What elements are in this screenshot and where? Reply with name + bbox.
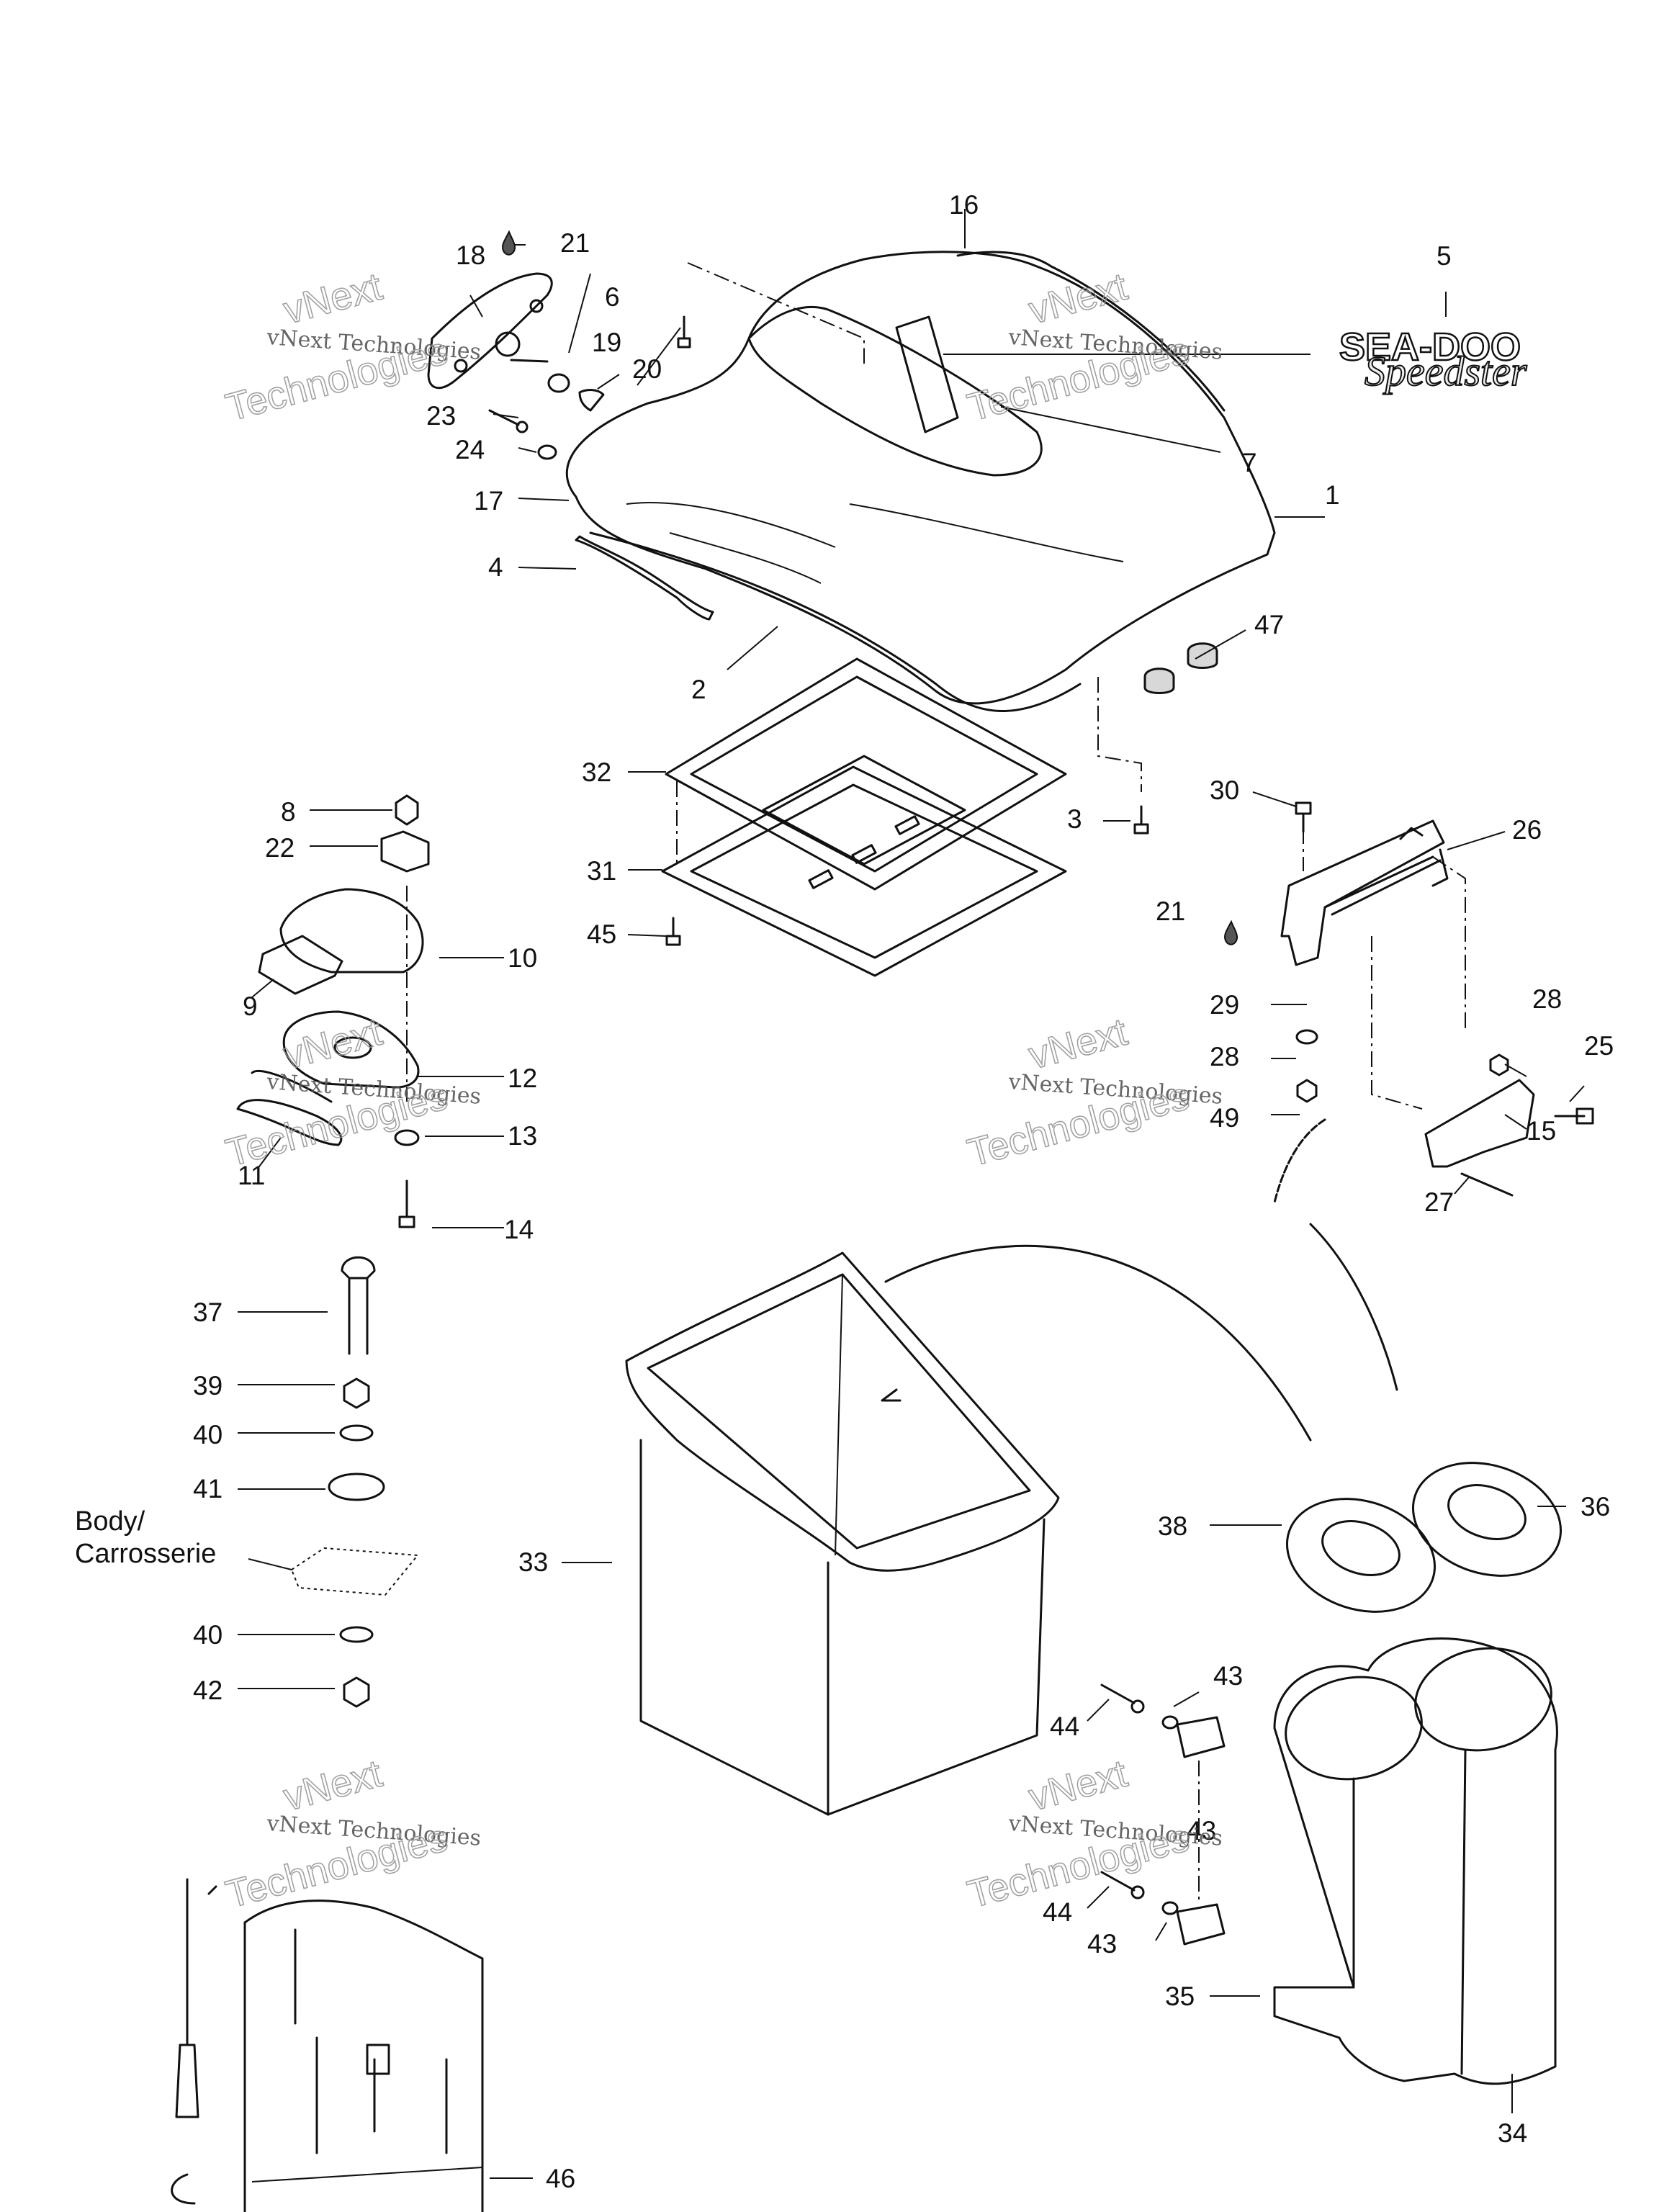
gauge-covers — [1285, 1462, 1563, 1613]
callout-labels: 1 2 3 4 5 6 7 8 9 10 11 12 13 14 15 16 1… — [193, 190, 1614, 2193]
callout-14: 14 — [504, 1215, 534, 1244]
tool-kit-part — [171, 1878, 484, 2212]
callout-35: 35 — [1165, 1982, 1195, 2011]
callout-46: 46 — [546, 2164, 575, 2193]
callout-44-top: 44 — [1050, 1712, 1079, 1741]
callout-43-top: 43 — [1213, 1661, 1243, 1691]
callout-33: 33 — [518, 1547, 548, 1577]
callout-12: 12 — [508, 1064, 537, 1093]
watermark-line1: vNext — [1025, 1010, 1132, 1078]
watermark-group-top-right: vNext vNext Technologies Technologies — [963, 264, 1223, 430]
callout-40-bottom: 40 — [193, 1620, 222, 1650]
body-label: Body/ Carrosserie — [75, 1506, 216, 1569]
callout-26: 26 — [1512, 815, 1542, 845]
callout-31: 31 — [587, 856, 616, 886]
callout-25: 25 — [1584, 1031, 1614, 1061]
callout-27: 27 — [1424, 1187, 1454, 1217]
callout-13: 13 — [508, 1121, 537, 1151]
callout-21-top: 21 — [560, 228, 590, 258]
logo-brand-text: SEA-DOO — [1339, 325, 1521, 369]
callout-15: 15 — [1527, 1116, 1556, 1146]
callout-20: 20 — [632, 354, 662, 384]
watermark-group-bottom-right: vNext vNext Technologies Technologies — [963, 1751, 1223, 1917]
small-fasteners — [488, 315, 691, 460]
callout-38: 38 — [1158, 1511, 1187, 1541]
callout-9: 9 — [243, 992, 258, 1021]
callout-42: 42 — [193, 1676, 222, 1705]
callout-4: 4 — [488, 552, 503, 582]
callout-2: 2 — [691, 675, 706, 704]
callout-28-right: 28 — [1532, 984, 1562, 1014]
callout-28-left: 28 — [1210, 1042, 1239, 1071]
callout-40-top: 40 — [193, 1420, 222, 1449]
left-latch-assembly — [236, 794, 430, 1228]
callout-22: 22 — [265, 833, 295, 863]
body-label-line1: Body/ — [75, 1506, 145, 1537]
seat-latch-part — [427, 272, 553, 390]
callout-21-hinge: 21 — [1156, 896, 1185, 926]
watermark-line1: vNext — [279, 265, 387, 333]
callout-18: 18 — [456, 240, 485, 270]
callout-37: 37 — [193, 1298, 222, 1327]
callout-45: 45 — [587, 920, 616, 949]
callout-24: 24 — [455, 435, 485, 464]
gasket-frames — [661, 657, 1067, 977]
screws — [665, 805, 1149, 946]
seat-part — [566, 251, 1276, 792]
callout-36: 36 — [1581, 1492, 1610, 1521]
callout-6: 6 — [605, 282, 620, 312]
callout-49: 49 — [1210, 1103, 1239, 1133]
callout-3: 3 — [1067, 804, 1082, 834]
gauge-housing-part — [1273, 1637, 1558, 2085]
callout-30: 30 — [1210, 775, 1239, 805]
bolt-stack-parts — [290, 1256, 419, 1708]
grease-drop-icon — [1224, 920, 1238, 945]
callout-17: 17 — [474, 486, 503, 516]
callout-47: 47 — [1254, 610, 1284, 639]
callout-44-bottom: 44 — [1043, 1897, 1072, 1927]
callout-16: 16 — [949, 190, 979, 220]
callout-34: 34 — [1498, 2118, 1527, 2148]
callout-41: 41 — [193, 1474, 222, 1503]
sea-doo-logo-decal: SEA-DOO Speedster — [1339, 325, 1528, 395]
callout-19: 19 — [592, 328, 621, 357]
callout-7: 7 — [1242, 448, 1257, 477]
watermark-line1: vNext — [1025, 1752, 1132, 1820]
grease-drop-icon — [502, 230, 516, 256]
leader-lines — [238, 209, 1585, 2179]
callout-23: 23 — [426, 401, 456, 431]
callout-11: 11 — [238, 1161, 265, 1190]
grommets-part — [1143, 642, 1218, 694]
watermark-line1: vNext — [279, 1752, 387, 1820]
watermark-group-bottom-left: vNext vNext Technologies Technologies — [221, 1751, 482, 1917]
callout-39: 39 — [193, 1371, 222, 1401]
callout-8: 8 — [281, 797, 296, 827]
body-label-line2: Carrosserie — [75, 1539, 216, 1569]
watermark-group-mid-left: vNext vNext Technologies Technologies — [221, 1010, 482, 1175]
callout-43-bottom: 43 — [1087, 1929, 1117, 1959]
callout-10: 10 — [508, 943, 537, 973]
watermark-line1: vNext — [1025, 265, 1132, 333]
rivet-plate-parts — [1100, 1683, 1226, 1946]
callout-5: 5 — [1437, 241, 1452, 271]
callout-32: 32 — [582, 757, 611, 787]
callout-29: 29 — [1210, 990, 1239, 1020]
storage-bin-part — [625, 1223, 1398, 1816]
logo-model-text: Speedster — [1364, 348, 1527, 395]
watermark-group-mid-right: vNext vNext Technologies Technologies — [963, 1010, 1223, 1175]
watermark-line1: vNext — [279, 1010, 387, 1078]
hinge-assembly — [1273, 801, 1594, 1204]
callout-1: 1 — [1325, 480, 1340, 510]
callout-43-middle: 43 — [1187, 1816, 1216, 1845]
